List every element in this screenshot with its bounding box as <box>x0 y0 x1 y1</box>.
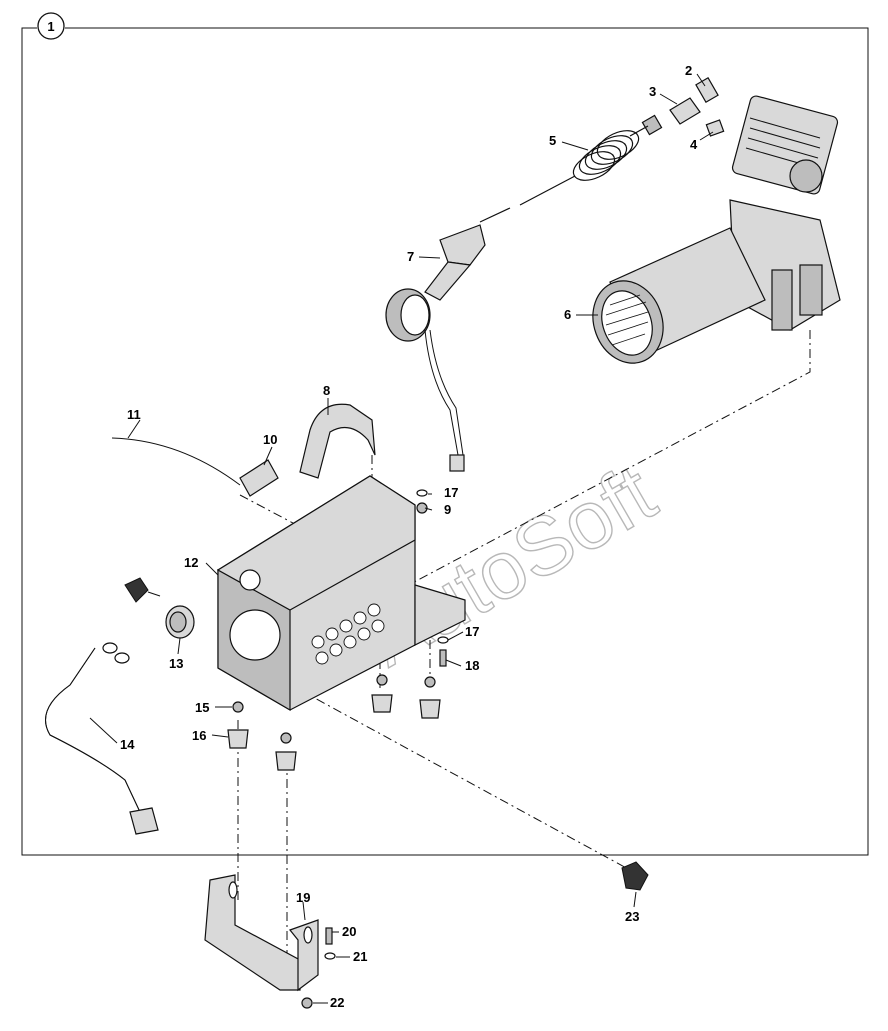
switch-cable <box>111 437 279 497</box>
callout-14: 14 <box>120 737 135 752</box>
callout-labels: 2 3 4 5 6 7 8 9 10 11 12 13 14 15 16 17 … <box>120 63 698 1010</box>
callout-9: 9 <box>444 502 451 517</box>
callout-18: 18 <box>465 658 479 673</box>
mounting-bracket <box>204 874 336 1009</box>
callout-19: 19 <box>296 890 310 905</box>
knob-23 <box>621 861 649 891</box>
handle <box>299 403 376 479</box>
callout-21: 21 <box>353 949 367 964</box>
callout-13: 13 <box>169 656 183 671</box>
hardware <box>416 489 449 667</box>
rubber-feet <box>227 674 441 771</box>
callout-23: 23 <box>625 909 639 924</box>
callout-20: 20 <box>342 924 356 939</box>
callout-10: 10 <box>263 432 277 447</box>
leader-lines <box>89 73 714 1004</box>
callout-7: 7 <box>407 249 414 264</box>
housing <box>216 475 466 712</box>
coiled-hose <box>479 125 649 223</box>
callout-11: 11 <box>127 407 141 422</box>
callout-17b: 17 <box>465 624 479 639</box>
callout-22: 22 <box>330 995 344 1010</box>
strain-relief <box>124 577 195 639</box>
callout-3: 3 <box>649 84 656 99</box>
callout-5: 5 <box>549 133 556 148</box>
callout-15: 15 <box>195 700 209 715</box>
fittings <box>641 77 725 137</box>
callout-8: 8 <box>323 383 330 398</box>
compressor <box>592 95 841 364</box>
callout-12: 12 <box>184 555 198 570</box>
callout-4: 4 <box>690 137 698 152</box>
callout-6: 6 <box>564 307 571 322</box>
callout-2: 2 <box>685 63 692 78</box>
assembly-number: 1 <box>47 19 54 34</box>
callout-17a: 17 <box>444 485 458 500</box>
callout-16: 16 <box>192 728 206 743</box>
inflator-gauge <box>385 224 486 472</box>
power-cable <box>45 642 159 835</box>
assembly-frame: 1 <box>21 12 869 856</box>
